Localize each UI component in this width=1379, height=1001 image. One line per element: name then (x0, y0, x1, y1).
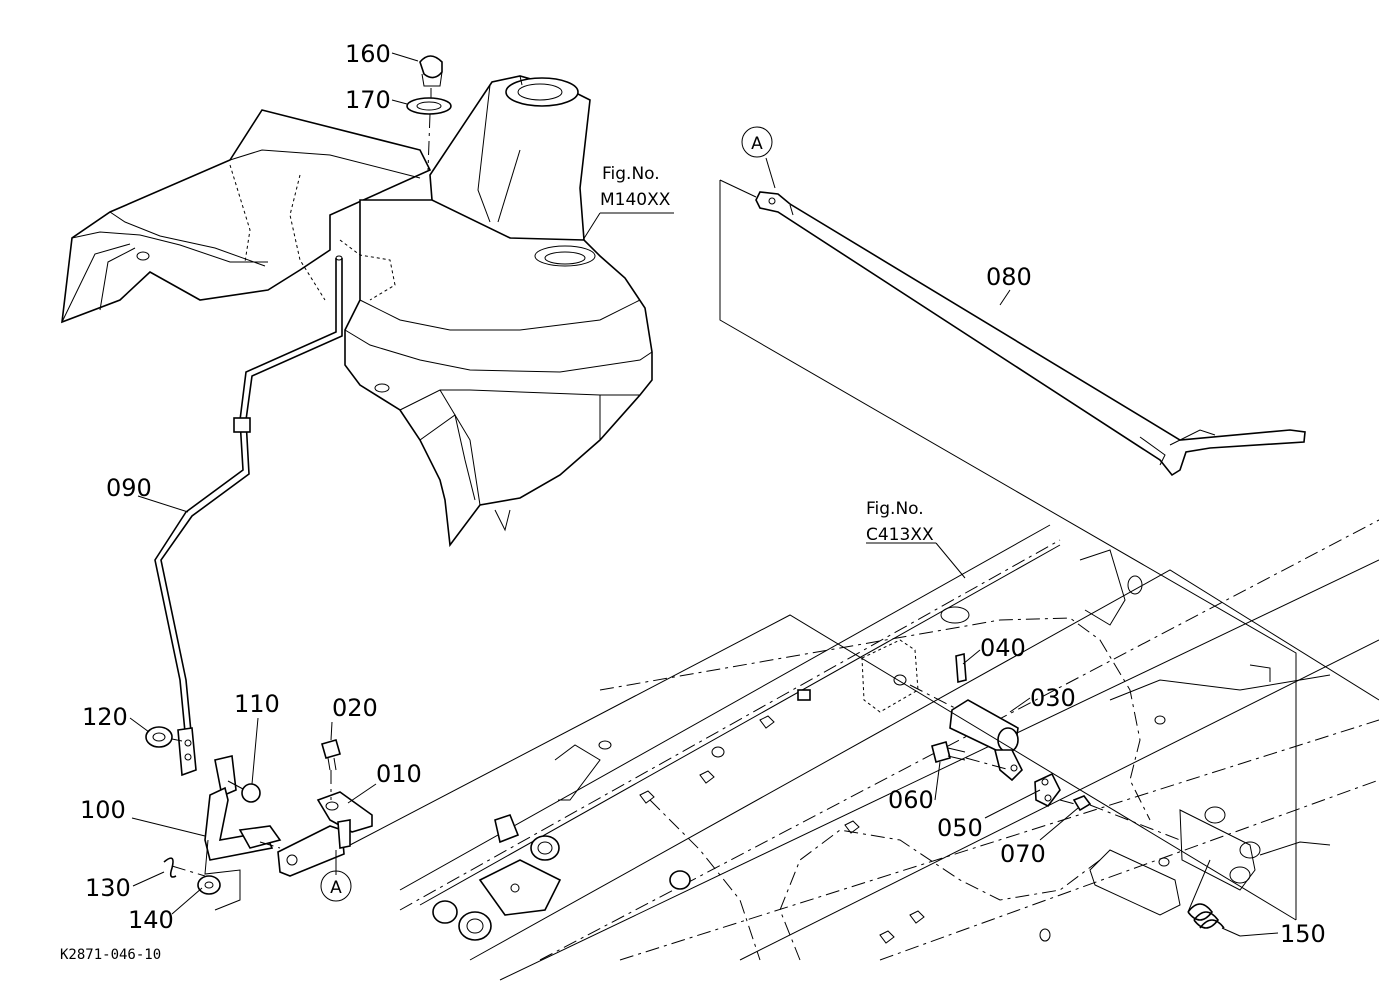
part-060-bolt (931, 741, 966, 763)
part-label-160: 160 (345, 40, 391, 68)
diagram-code: K2871-046-10 (60, 947, 161, 963)
part-label-120: 120 (82, 703, 128, 731)
part-label-060: 060 (888, 786, 934, 814)
part-150-spring (1187, 859, 1241, 937)
part-100-lever (204, 755, 282, 861)
part-label-050: 050 (937, 814, 983, 842)
part-label-150: 150 (1280, 920, 1326, 948)
figure-ref-caption: Fig.No. (602, 164, 660, 184)
part-130-clip (163, 857, 177, 878)
part-label-080: 080 (986, 263, 1032, 291)
part-160-knob (419, 55, 443, 87)
part-label-170: 170 (345, 86, 391, 114)
part-label-090: 090 (106, 474, 152, 502)
part-110-pin (227, 780, 261, 803)
view-marker-letter: A (751, 134, 763, 154)
part-labels: 160 170 080 090 120 110 020 010 100 130 … (80, 40, 1326, 948)
part-030-shaft (949, 699, 1023, 782)
part-020-bolt (321, 739, 341, 771)
figure-ref-caption: Fig.No. (866, 499, 924, 519)
part-120-nut (145, 726, 173, 748)
figure-ref-code: M140XX (600, 190, 671, 210)
part-140-washer (197, 875, 221, 895)
view-marker-letter: A (330, 878, 342, 898)
figure-reference-m140: Fig.No. M140XX (600, 164, 671, 210)
figure-ref-code: C413XX (866, 525, 934, 545)
frame-drawing (399, 519, 1379, 981)
part-label-020: 020 (332, 694, 378, 722)
part-label-030: 030 (1030, 684, 1076, 712)
part-170-grommet (406, 97, 452, 115)
part-070-nut (1072, 795, 1092, 812)
part-label-100: 100 (80, 796, 126, 824)
part-050-bracket (1034, 772, 1061, 808)
view-marker-a-bottom: A (320, 870, 352, 902)
part-080-link-rod (755, 191, 1306, 477)
part-090-rod (154, 255, 343, 777)
leader-lines (129, 52, 1279, 937)
part-010-plate (277, 791, 373, 877)
part-label-130: 130 (85, 874, 131, 902)
part-label-040: 040 (980, 634, 1026, 662)
part-label-010: 010 (376, 760, 422, 788)
part-label-070: 070 (1000, 840, 1046, 868)
figure-reference-c413: Fig.No. C413XX (866, 499, 934, 545)
view-marker-a-top: A (741, 126, 773, 158)
part-label-110: 110 (234, 690, 280, 718)
part-label-140: 140 (128, 906, 174, 934)
column-cover-drawing (61, 75, 653, 548)
part-040-pin (955, 652, 967, 684)
